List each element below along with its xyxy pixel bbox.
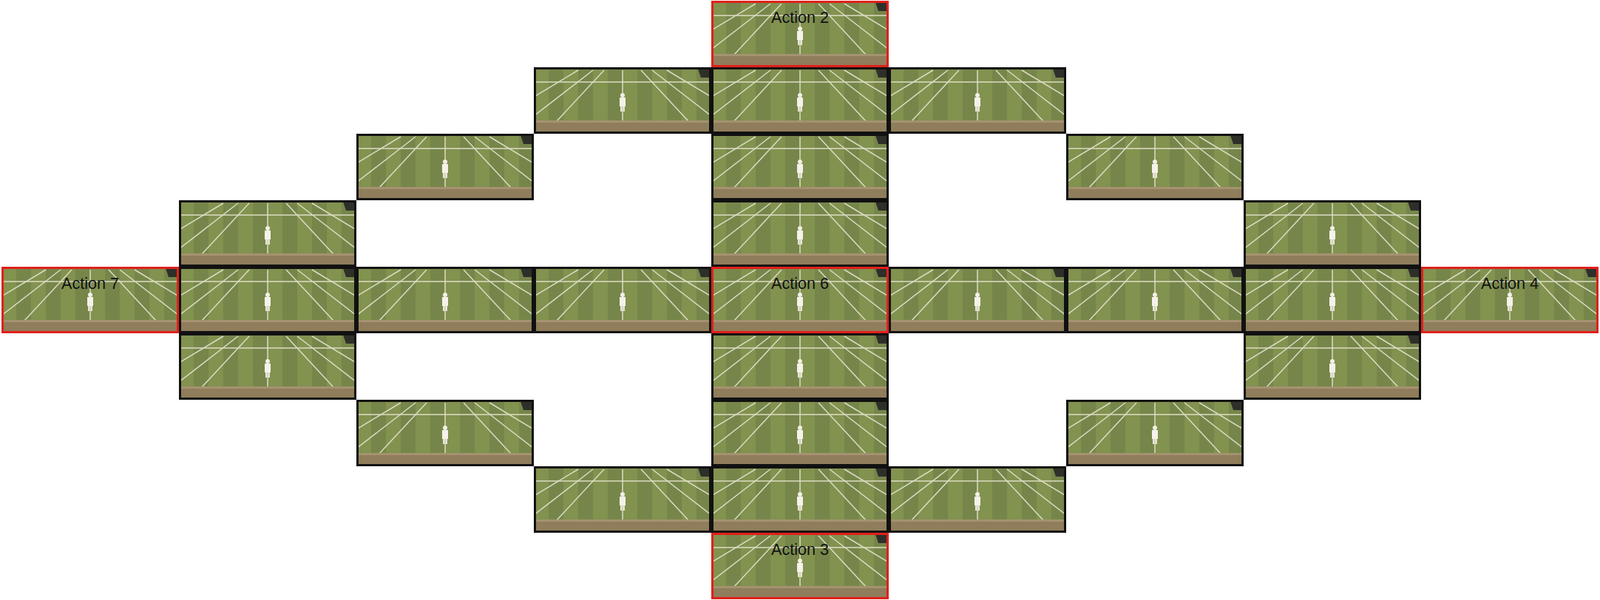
action-label: Action 7 (3, 269, 177, 295)
action-label: Action 2 (713, 2, 887, 29)
video-frame (888, 466, 1067, 534)
video-frame (711, 266, 889, 334)
action-frame: Action 6 (711, 266, 889, 334)
video-frame (1421, 266, 1599, 334)
action-label: Action 6 (713, 269, 887, 295)
video-frame (1243, 200, 1422, 267)
video-frame (178, 200, 357, 267)
video-frame (356, 400, 534, 467)
video-frame (711, 0, 889, 68)
action-frame: Action 4 (1421, 266, 1599, 334)
video-frame (711, 533, 889, 600)
video-frame (711, 133, 889, 201)
video-frame (533, 466, 712, 534)
video-frame (533, 266, 712, 334)
video-frame (1243, 266, 1422, 334)
video-frame (888, 266, 1067, 334)
video-frame (356, 266, 534, 334)
video-frame (1, 266, 179, 334)
video-frame (711, 466, 889, 534)
video-frame (533, 67, 712, 134)
action-frame: Action 2 (711, 0, 889, 68)
video-frame (711, 400, 889, 467)
video-frame (711, 333, 889, 400)
video-frame (888, 67, 1067, 134)
video-frame (178, 266, 357, 334)
action-frame: Action 7 (1, 266, 179, 334)
video-frame (178, 333, 357, 400)
video-frame (1243, 333, 1422, 400)
action-label: Action 4 (1423, 269, 1597, 295)
video-frame (1066, 133, 1244, 201)
action-frame: Action 3 (711, 533, 889, 600)
action-label: Action 3 (713, 535, 887, 561)
video-frame (1066, 266, 1244, 334)
video-frame (356, 133, 534, 201)
video-frame (711, 200, 889, 267)
video-frame (711, 67, 889, 134)
video-frame (1066, 400, 1244, 467)
